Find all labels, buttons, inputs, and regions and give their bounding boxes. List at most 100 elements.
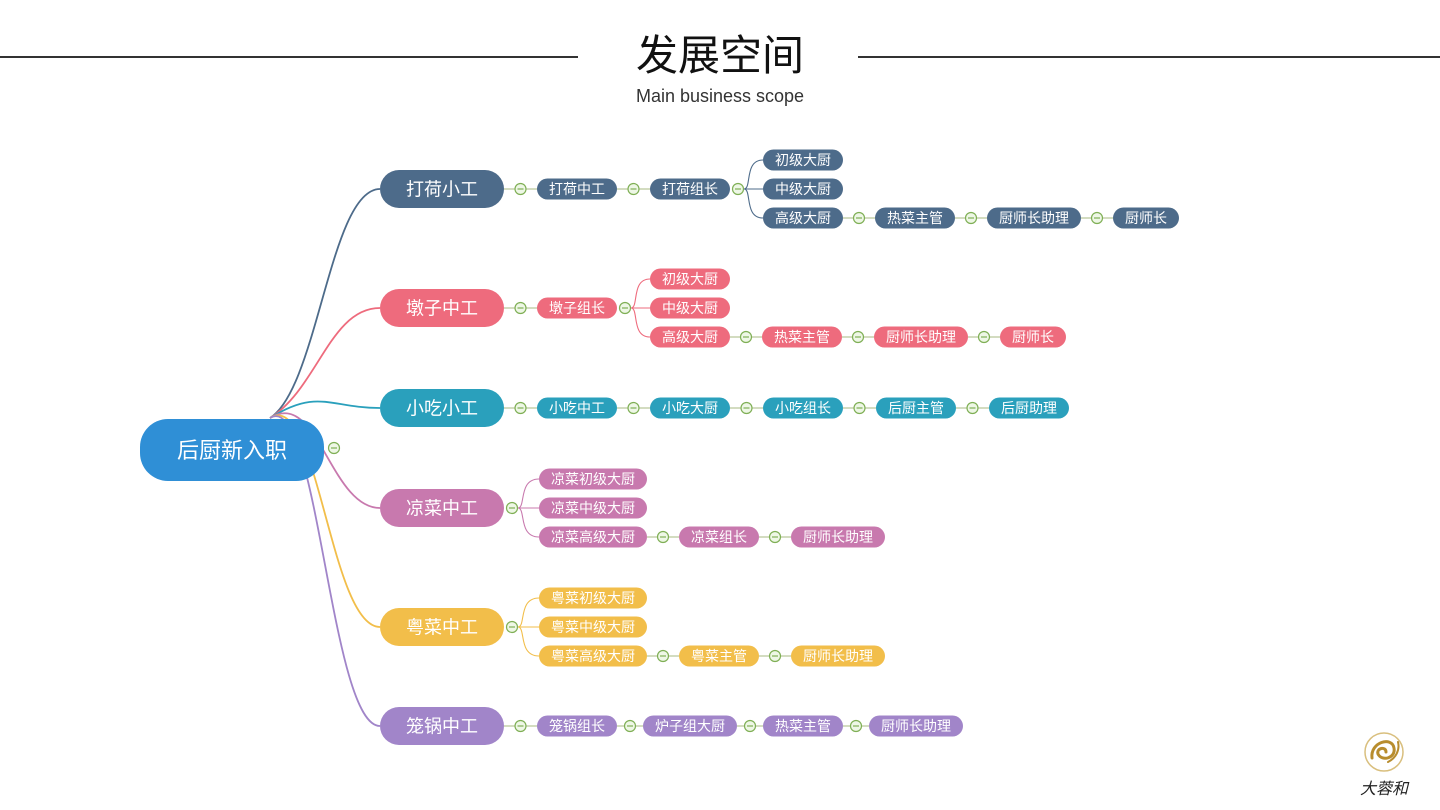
collapse-toggle-icon[interactable]: [739, 330, 753, 344]
branch-node-shape: [380, 289, 504, 327]
career-node[interactable]: 粤菜初级大厨: [539, 587, 647, 609]
collapse-toggle-icon[interactable]: [977, 330, 991, 344]
career-node-label: 热菜主管: [775, 719, 831, 735]
collapse-toggle-icon[interactable]: [853, 401, 866, 415]
collapse-toggle-icon[interactable]: [656, 530, 670, 544]
career-node[interactable]: 厨师长助理: [791, 526, 885, 548]
collapse-toggle-icon[interactable]: [627, 401, 640, 415]
collapse-toggle-icon[interactable]: [514, 401, 527, 415]
collapse-toggle-icon[interactable]: [1090, 211, 1104, 225]
collapse-toggle-icon[interactable]: [966, 401, 979, 415]
career-node[interactable]: 厨师长: [1000, 326, 1066, 348]
career-node-label: 打荷中工: [549, 181, 605, 198]
career-node[interactable]: 凉菜初级大厨: [539, 468, 647, 490]
collapse-toggle-icon[interactable]: [505, 620, 519, 634]
branch-node[interactable]: 凉菜中工: [380, 489, 504, 527]
career-node[interactable]: 打荷中工: [537, 178, 617, 200]
career-node[interactable]: 厨师长助理: [791, 645, 885, 667]
career-node[interactable]: 高级大厨: [763, 207, 843, 229]
career-node[interactable]: 中级大厨: [650, 297, 730, 319]
collapse-toggle-icon[interactable]: [743, 719, 757, 733]
career-node-shape: [539, 616, 647, 638]
career-node-label: 厨师长助理: [803, 649, 873, 665]
career-node[interactable]: 厨师长助理: [869, 715, 963, 737]
career-node[interactable]: 后厨助理: [989, 397, 1069, 419]
branch-node[interactable]: 粤菜中工: [380, 608, 504, 646]
branch-curve: [269, 188, 381, 419]
career-node-label: 中级大厨: [775, 182, 831, 198]
root-node[interactable]: 后厨新入职: [140, 419, 324, 481]
career-node-label: 热菜主管: [774, 330, 830, 346]
root-node-shape: [140, 419, 324, 481]
collapse-toggle-icon[interactable]: [618, 301, 632, 315]
branch-node[interactable]: 小吃小工: [380, 389, 504, 427]
collapse-toggle-icon[interactable]: [731, 182, 745, 196]
career-node[interactable]: 墩子组长: [537, 297, 617, 319]
career-node[interactable]: 厨师长助理: [987, 207, 1081, 229]
collapse-toggle-icon[interactable]: [768, 530, 782, 544]
career-node[interactable]: 小吃中工: [537, 397, 617, 419]
career-node[interactable]: 热菜主管: [875, 207, 955, 229]
branch-node[interactable]: 墩子中工: [380, 289, 504, 327]
career-node[interactable]: 热菜主管: [762, 326, 842, 348]
career-node[interactable]: 小吃大厨: [650, 397, 730, 419]
collapse-toggle-icon[interactable]: [852, 211, 866, 225]
career-node[interactable]: 厨师长助理: [874, 326, 968, 348]
collapse-toggle-icon[interactable]: [327, 441, 341, 455]
career-node-label: 粤菜中级大厨: [551, 620, 635, 636]
collapse-toggle-icon[interactable]: [849, 719, 863, 733]
fork-curve: [517, 478, 540, 509]
collapse-toggle-icon[interactable]: [514, 719, 527, 733]
career-node-label: 炉子组大厨: [655, 719, 725, 735]
branch-node[interactable]: 打荷小工: [380, 170, 504, 208]
career-node[interactable]: 粤菜主管: [679, 645, 759, 667]
brand-logo: 大蓉和: [1352, 728, 1416, 800]
branch-node-shape: [380, 489, 504, 527]
collapse-toggle-icon[interactable]: [505, 501, 519, 515]
career-node-label: 笼锅组长: [549, 718, 605, 735]
career-node-label: 初级大厨: [662, 271, 718, 288]
collapse-toggle-icon[interactable]: [740, 401, 753, 415]
career-node-shape: [650, 297, 730, 319]
career-node[interactable]: 中级大厨: [763, 178, 843, 200]
career-node-shape: [650, 268, 730, 290]
career-node[interactable]: 小吃组长: [763, 397, 843, 419]
collapse-toggle-icon[interactable]: [964, 211, 978, 225]
career-node[interactable]: 粤菜高级大厨: [539, 645, 647, 667]
branch-node[interactable]: 笼锅中工: [380, 707, 504, 745]
career-node-shape: [650, 178, 730, 200]
career-node[interactable]: 初级大厨: [763, 149, 843, 171]
collapse-toggle-icon[interactable]: [851, 330, 865, 344]
career-node[interactable]: 凉菜中级大厨: [539, 497, 647, 519]
collapse-toggle-icon[interactable]: [627, 182, 640, 196]
career-node-label: 后厨助理: [1001, 401, 1057, 417]
header-rule-right: [858, 56, 1440, 58]
career-node[interactable]: 炉子组大厨: [643, 715, 737, 737]
career-node[interactable]: 热菜主管: [763, 715, 843, 737]
collapse-toggle-icon[interactable]: [768, 649, 782, 663]
career-node-label: 凉菜中级大厨: [551, 501, 635, 517]
career-node-shape: [987, 207, 1081, 229]
career-node-shape: [763, 178, 843, 200]
career-node[interactable]: 凉菜组长: [679, 526, 759, 548]
career-node[interactable]: 初级大厨: [650, 268, 730, 290]
career-node-label: 厨师长助理: [803, 530, 873, 546]
collapse-toggle-icon[interactable]: [514, 301, 527, 315]
collapse-toggle-icon[interactable]: [656, 649, 670, 663]
career-node[interactable]: 笼锅组长: [537, 715, 617, 737]
collapse-toggle-icon[interactable]: [514, 182, 527, 196]
career-node[interactable]: 厨师长: [1113, 207, 1179, 229]
career-node[interactable]: 高级大厨: [650, 326, 730, 348]
career-node-shape: [537, 297, 617, 319]
career-node-shape: [679, 526, 759, 548]
career-node-shape: [869, 715, 963, 737]
career-node[interactable]: 后厨主管: [876, 397, 956, 419]
career-node[interactable]: 凉菜高级大厨: [539, 526, 647, 548]
career-node[interactable]: 粤菜中级大厨: [539, 616, 647, 638]
career-node[interactable]: 打荷组长: [650, 178, 730, 200]
branch-node-shape: [380, 389, 504, 427]
collapse-toggle-icon[interactable]: [623, 719, 637, 733]
branch-node-shape: [380, 608, 504, 646]
career-node-shape: [539, 497, 647, 519]
career-node-shape: [1113, 207, 1179, 229]
